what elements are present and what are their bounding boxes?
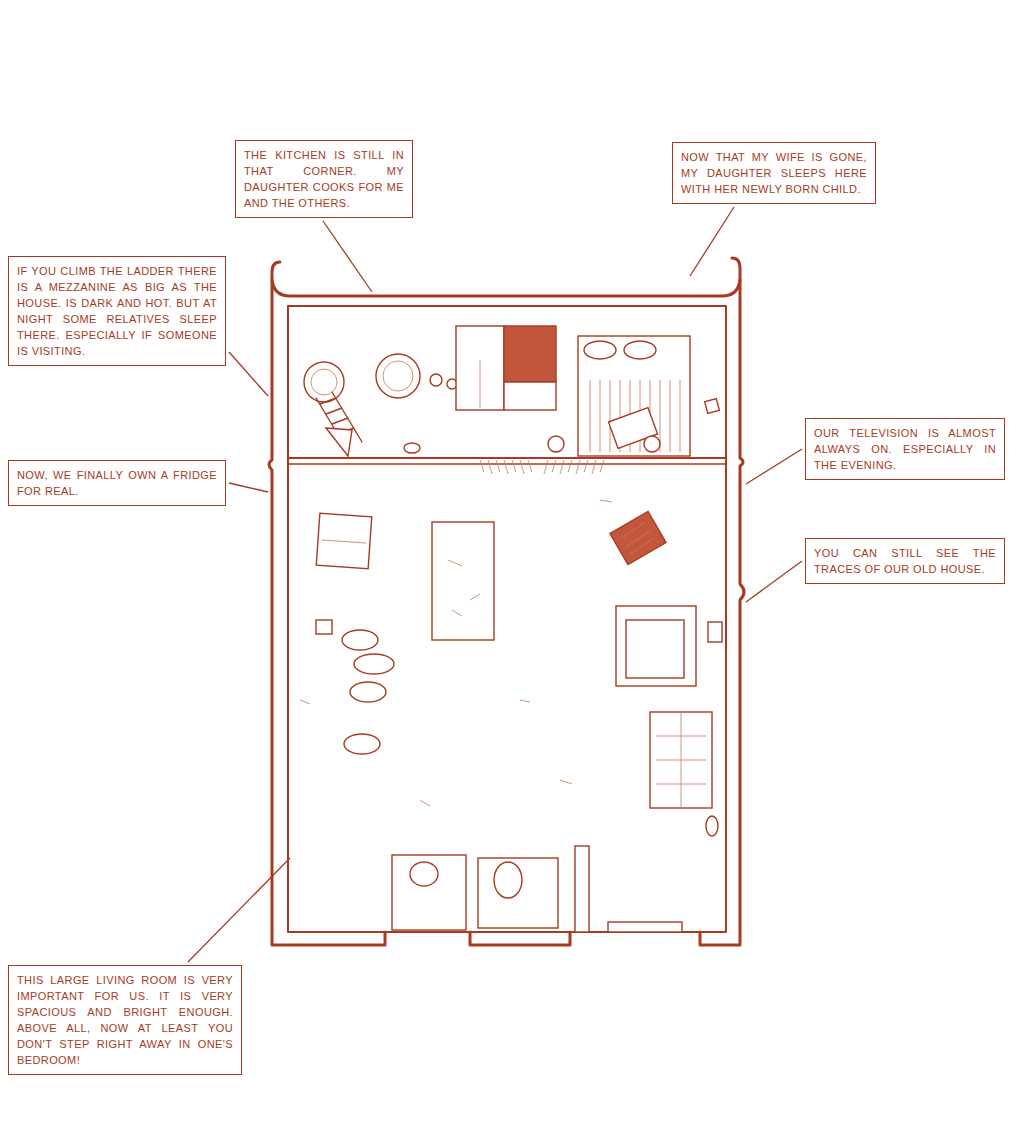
cabinet [456,326,504,410]
callout-box: NOW, WE FINALLY OWN A FRIDGE FOR REAL. [8,460,226,506]
partition [288,457,726,459]
barrel-rim [311,369,337,395]
television [610,511,666,564]
leader-line [229,352,268,396]
table [432,522,494,640]
pot [430,374,442,386]
leader-line [229,483,268,492]
cabinet-door [480,360,481,408]
sack [326,428,352,456]
stove-base [504,382,556,410]
sofa [392,855,466,930]
leader-line [746,449,802,484]
callout-box: NOW THAT MY WIFE IS GONE, MY DAUGHTER SL… [672,142,876,204]
seated-person [342,630,378,650]
barrel [304,362,344,402]
floor-marks [300,500,612,806]
bed [578,336,690,456]
callout-box: THIS LARGE LIVING ROOM IS VERY IMPORTANT… [8,965,242,1075]
callout-text: YOU CAN STILL SEE THE TRACES OF OUR OLD … [814,545,996,577]
seated-person [410,862,438,886]
armchair-seat [626,620,684,678]
inner-room [288,306,726,932]
barrel-rim [383,361,413,391]
doormat [608,922,682,932]
callout-text: NOW THAT MY WIFE IS GONE, MY DAUGHTER SL… [681,149,867,197]
fridge-door [322,540,366,543]
picture [705,399,720,414]
sofa [478,858,558,928]
seated-person [344,734,380,754]
callout-text: IF YOU CLIMB THE LADDER THERE IS A MEZZA… [17,263,217,359]
pillow [584,341,616,359]
leader-line [323,221,372,292]
cabinet-shelves [656,712,706,808]
living-room-furniture [300,500,722,932]
curtain [480,460,604,474]
leader-line [690,207,734,276]
callout-box: IF YOU CLIMB THE LADDER THERE IS A MEZZA… [8,256,226,366]
outer-wall [700,258,744,945]
picture [708,622,722,642]
kitchen-furniture [304,326,564,456]
door [575,846,589,932]
bowl [404,443,420,453]
cabinet [650,712,712,808]
stove [504,326,556,382]
partition [288,463,726,465]
callout-box: OUR TELEVISION IS ALMOST ALWAYS ON. ESPE… [805,418,1005,480]
callout-box: THE KITCHEN IS STILL IN THAT CORNER. MY … [235,140,413,218]
callout-text: THE KITCHEN IS STILL IN THAT CORNER. MY … [244,147,404,211]
vase [706,816,718,836]
basin [548,436,564,452]
seated-person [354,654,394,674]
fridge [316,513,372,569]
leader-line [188,858,290,962]
barrel [376,354,420,398]
leader-lines [188,207,802,962]
bedroom-furniture [578,336,719,456]
outer-wall [470,932,570,945]
television-lines [619,522,655,554]
picture [316,620,332,634]
top-wall [272,280,740,296]
table-items [448,560,480,616]
blanket-stripes [590,380,680,452]
callout-box: YOU CAN STILL SEE THE TRACES OF OUR OLD … [805,538,1005,584]
outer-wall [269,262,385,945]
armchair [616,606,696,686]
pillow [624,341,656,359]
callout-text: THIS LARGE LIVING ROOM IS VERY IMPORTANT… [17,972,233,1068]
callout-text: OUR TELEVISION IS ALMOST ALWAYS ON. ESPE… [814,425,996,473]
head [644,436,660,452]
seated-person [350,682,386,702]
walls [269,258,744,945]
seated-person [494,862,522,898]
leader-line [746,561,802,602]
callout-text: NOW, WE FINALLY OWN A FRIDGE FOR REAL. [17,467,217,499]
